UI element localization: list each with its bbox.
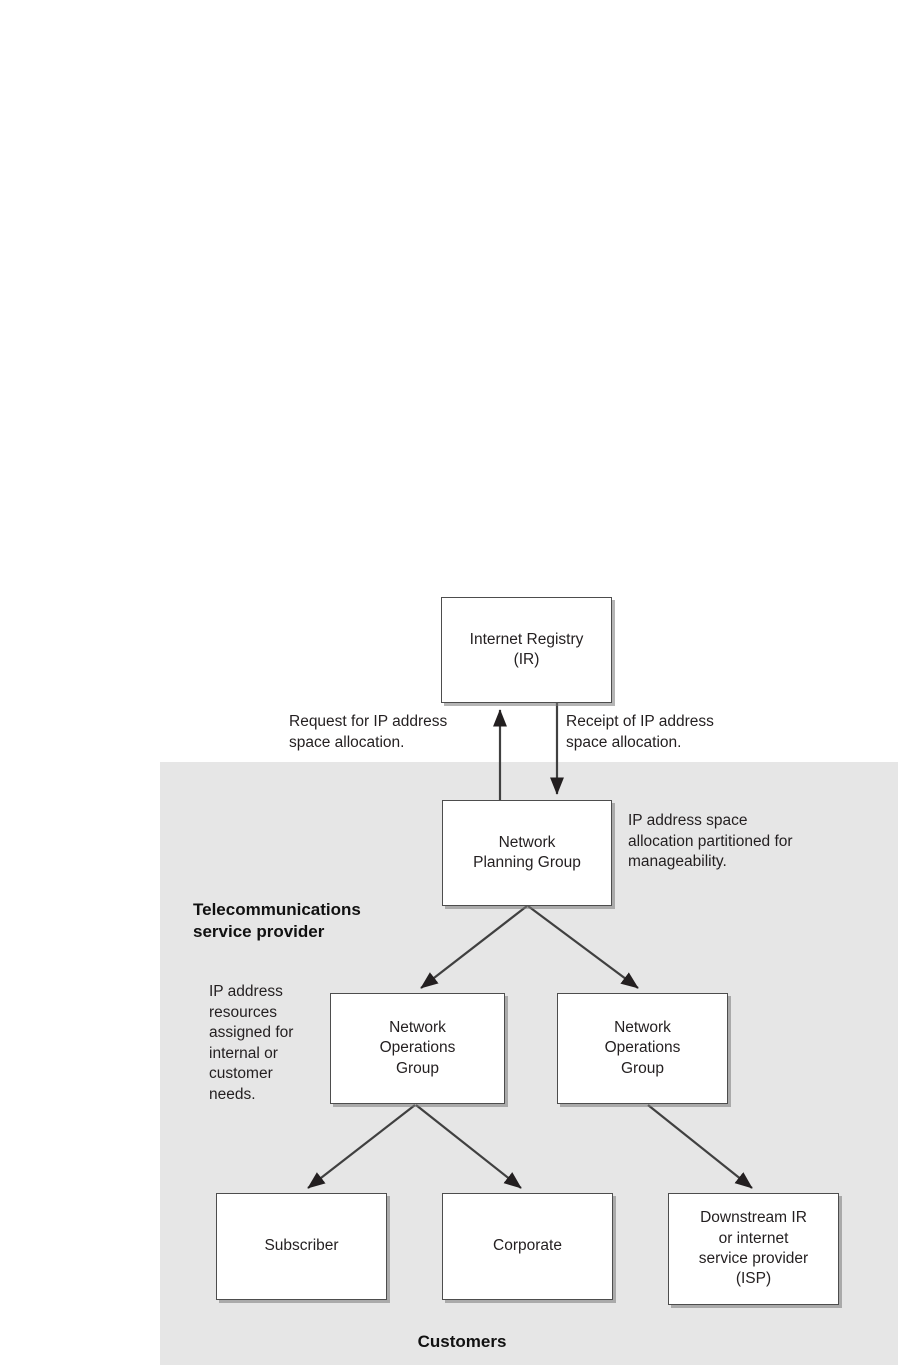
band-label-telecom-service-provider: Telecommunications service provider [193, 900, 361, 942]
node-downstream-isp[interactable]: Downstream IR or internet service provid… [668, 1193, 839, 1305]
edge-npg-to-nog-right [527, 905, 639, 989]
edge-nog-right-to-downstream-isp [647, 1104, 753, 1189]
node-network-operations-group-left[interactable]: Network Operations Group [330, 993, 505, 1104]
edge-nog-left-to-corporate [415, 1104, 522, 1189]
node-network-operations-group-right[interactable]: Network Operations Group [557, 993, 728, 1104]
node-network-planning-group[interactable]: Network Planning Group [442, 800, 612, 906]
node-internet-registry[interactable]: Internet Registry (IR) [441, 597, 612, 703]
edge-nog-left-to-subscriber [307, 1104, 416, 1189]
annotation-resources-note: IP address resources assigned for intern… [209, 983, 294, 1104]
annotation-receipt-note: Receipt of IP address space allocation. [566, 713, 714, 751]
node-subscriber[interactable]: Subscriber [216, 1193, 387, 1300]
node-corporate[interactable]: Corporate [442, 1193, 613, 1300]
band-label-customers: Customers [417, 1332, 507, 1351]
edge-npg-to-nog-left [420, 905, 528, 989]
annotation-request-note: Request for IP address space allocation. [289, 713, 448, 751]
annotation-partition-note: IP address space allocation partitioned … [628, 812, 793, 871]
